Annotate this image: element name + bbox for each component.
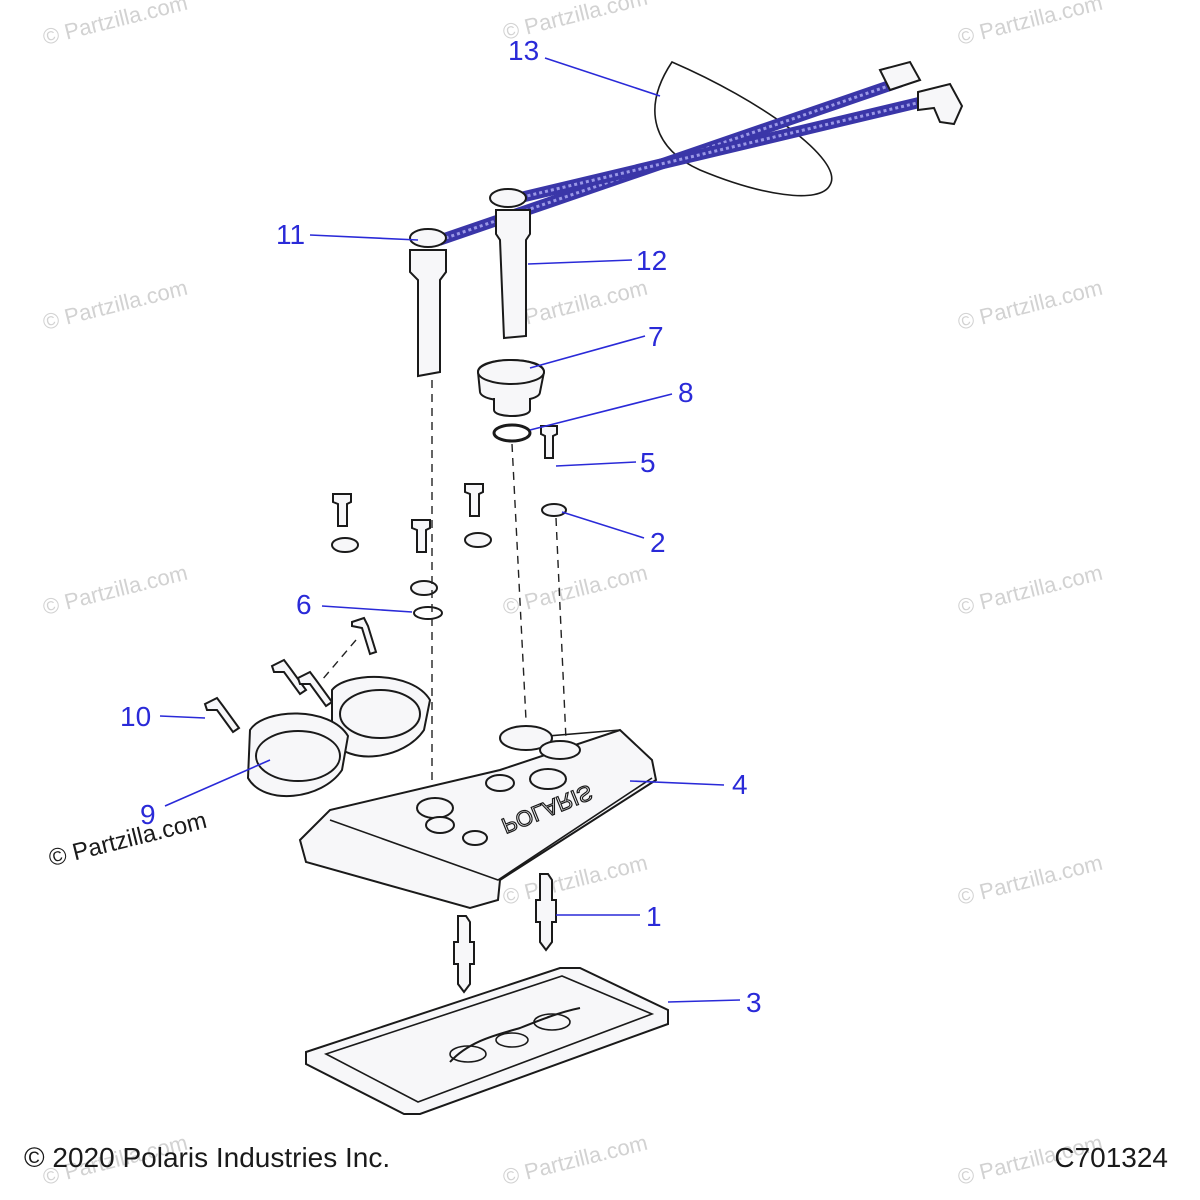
callout-11: 11 <box>276 219 305 250</box>
callout-1: 1 <box>646 901 662 932</box>
plug-boot-12 <box>495 209 531 340</box>
callout-9: 9 <box>140 799 156 830</box>
spark-plug <box>453 915 475 994</box>
grommet-2 <box>541 503 567 517</box>
plug-boot-11 <box>409 249 447 378</box>
watermark: © Partzilla.com <box>40 0 190 50</box>
watermark: © Partzilla.com <box>500 1130 650 1190</box>
oil-fill-cap <box>476 359 546 417</box>
intake-boots <box>246 675 432 798</box>
callout-13: 13 <box>508 35 539 66</box>
callout-5: 5 <box>640 447 656 478</box>
callout-4: 4 <box>732 769 748 800</box>
boot-cap-11 <box>409 228 447 248</box>
watermark: © Partzilla.com <box>955 850 1105 910</box>
cover-bolts <box>332 425 558 553</box>
callout-8: 8 <box>678 377 694 408</box>
o-ring <box>492 423 532 443</box>
watermark: © Partzilla.com <box>955 275 1105 335</box>
oil-fill-port <box>499 725 553 751</box>
bolt-5 <box>540 425 558 459</box>
alignment-lines <box>321 380 567 820</box>
watermark: © Partzilla.com <box>955 0 1105 50</box>
watermark: © Partzilla.com <box>40 275 190 335</box>
diagram-id: C701324 <box>1054 1142 1168 1173</box>
callout-10: 10 <box>120 701 151 732</box>
leader-lines <box>159 57 741 1003</box>
callout-7: 7 <box>648 321 664 352</box>
callout-3: 3 <box>746 987 762 1018</box>
callout-2: 2 <box>650 527 666 558</box>
bolt <box>464 483 484 517</box>
grommets <box>331 503 567 620</box>
boot-cap-12 <box>489 188 527 208</box>
callout-6: 6 <box>296 589 312 620</box>
spark-plugs <box>453 873 557 994</box>
callouts: 13 11 12 7 8 5 2 6 10 9 4 1 3 <box>120 35 762 1018</box>
washer-6 <box>413 606 443 620</box>
throttle-body-bolts <box>203 616 378 734</box>
bolt <box>411 519 431 553</box>
bolt-10 <box>203 696 241 734</box>
wire-boot-far <box>878 60 922 92</box>
valve-cover-gasket <box>305 967 669 1115</box>
spark-plug-1 <box>535 873 557 952</box>
wire-boot-far <box>917 82 964 126</box>
bolt <box>332 493 352 527</box>
watermark: © Partzilla.com <box>40 560 190 620</box>
plug-port <box>416 797 454 819</box>
watermark: © Partzilla.com <box>500 560 650 620</box>
callout-12: 12 <box>636 245 667 276</box>
valve-cover: POLARIS <box>298 725 658 910</box>
watermark: © Partzilla.com <box>955 560 1105 620</box>
ignition-wire-assembly <box>409 60 964 378</box>
copyright-notice: © 2020 Polaris Industries Inc. <box>24 1142 391 1173</box>
